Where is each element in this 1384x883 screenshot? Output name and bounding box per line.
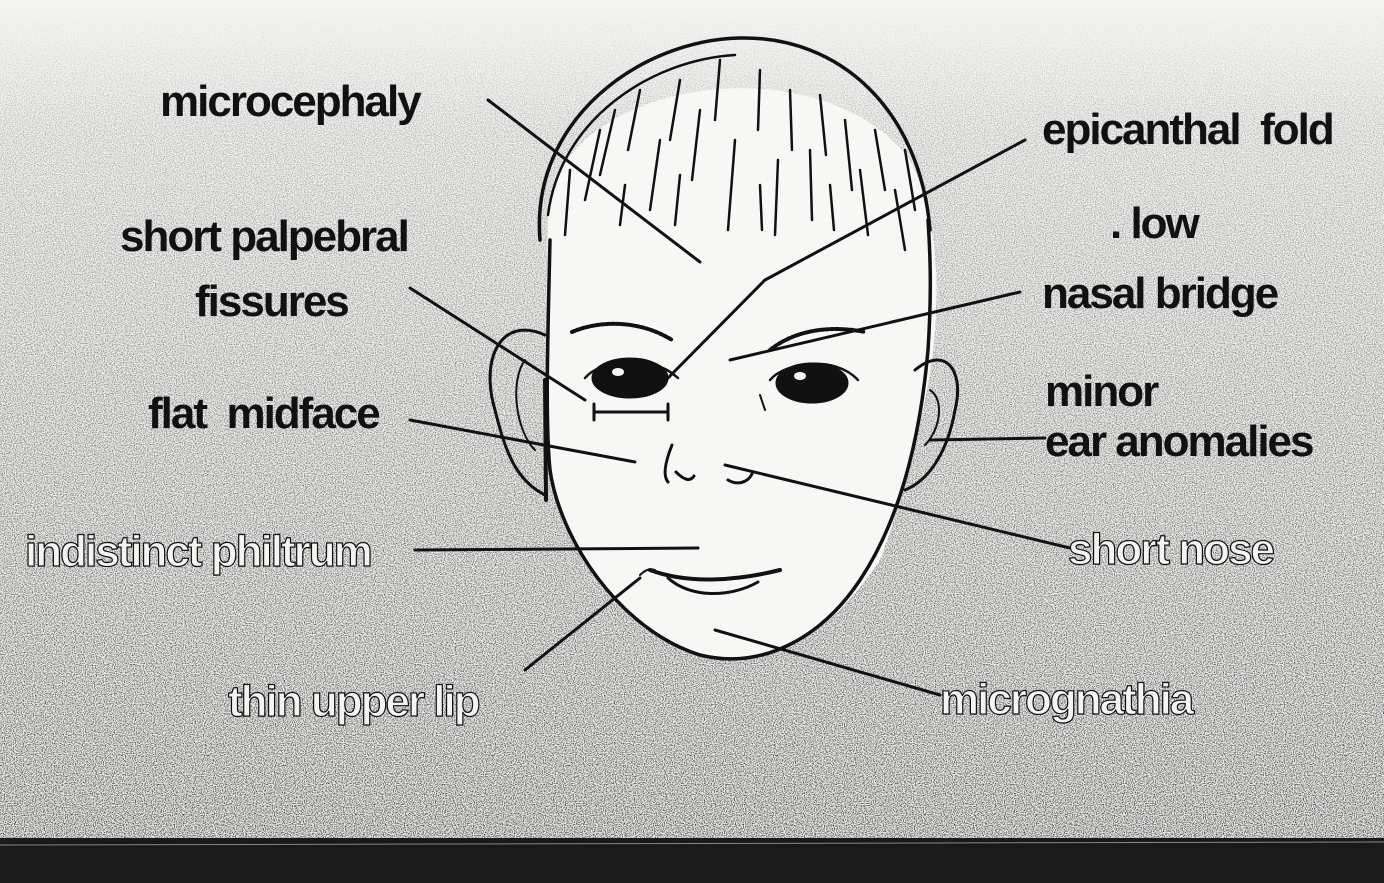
label-ear-anomalies: ear anomalies <box>1045 420 1313 464</box>
label-microcephaly: microcephaly <box>160 80 420 124</box>
label-nasal-bridge: nasal bridge <box>1042 272 1277 316</box>
label-indistinct-philtrum: indistinct philtrum <box>25 530 371 574</box>
label-fissures: fissures <box>195 280 348 324</box>
label-epicanthal-fold: epicanthal fold <box>1042 108 1333 152</box>
leader-ear-anomalies <box>930 438 1045 440</box>
label-short-nose: short nose <box>1068 528 1273 572</box>
label-low: . low <box>1110 202 1198 246</box>
label-short-palpebral: short palpebral <box>120 215 408 259</box>
label-micrognathia: micrognathia <box>940 678 1192 722</box>
leader-indistinct-philtrum <box>415 548 698 550</box>
label-minor: minor <box>1045 370 1157 414</box>
label-flat-midface: flat midface <box>148 392 379 436</box>
label-thin-upper-lip: thin upper lip <box>228 680 479 724</box>
